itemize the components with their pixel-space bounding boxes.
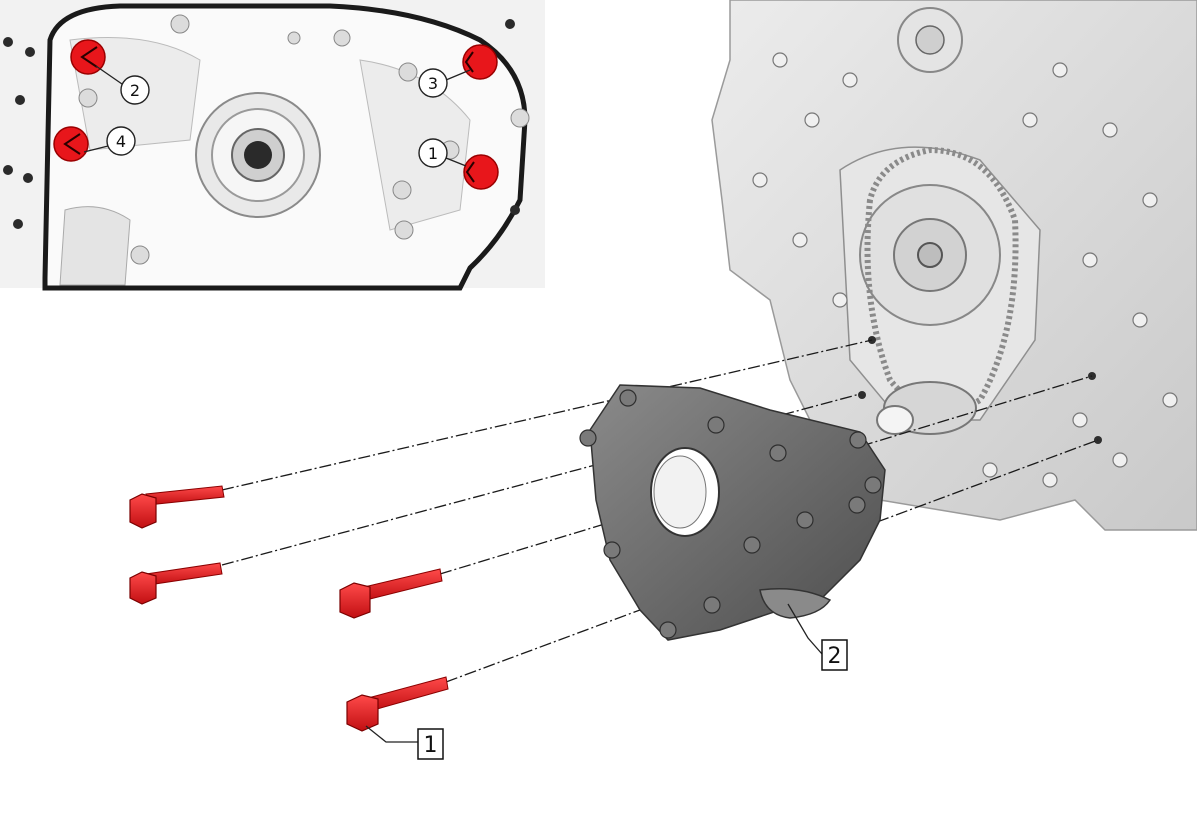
inset-callout-2: 2 — [95, 65, 150, 105]
inset-bolt-1-icon — [463, 154, 499, 190]
inset-callout-4: 4 — [83, 126, 136, 156]
cam-sprocket — [859, 184, 1001, 326]
callout-bolt: 1 — [365, 725, 444, 760]
crank-snout — [876, 381, 977, 435]
engine-front — [711, 0, 1197, 531]
inset-callout-1: 1 — [418, 138, 467, 168]
bolt-lower-left — [129, 562, 223, 605]
inset-bolt-2-icon — [70, 39, 106, 75]
inset-callout-3-label: 3 — [428, 74, 438, 93]
inset-callout-1-label: 1 — [428, 144, 438, 163]
bolt-upper-left — [129, 485, 225, 529]
inset-callout-2-label: 2 — [130, 81, 140, 100]
callout-bolt-label: 1 — [424, 733, 438, 758]
engine-minor-bolts — [752, 52, 1178, 488]
timing-chain — [864, 146, 1019, 415]
bolt-middle — [339, 568, 443, 619]
oil-pump — [579, 384, 886, 641]
inset-callout-3: 3 — [418, 68, 471, 98]
callout-pump-label: 2 — [828, 644, 842, 669]
inset-bolt-3-icon — [462, 44, 498, 80]
inset-view: 2 4 3 1 — [0, 0, 545, 291]
inset-crank-seal — [195, 92, 321, 218]
inset-red-bolts — [53, 39, 499, 190]
bolt-bottom — [346, 676, 449, 732]
inset-callout-4-label: 4 — [116, 132, 126, 151]
inset-minor-bolts — [78, 14, 530, 265]
inset-bolt-4-icon — [53, 126, 89, 162]
callout-pump: 2 — [787, 603, 848, 671]
